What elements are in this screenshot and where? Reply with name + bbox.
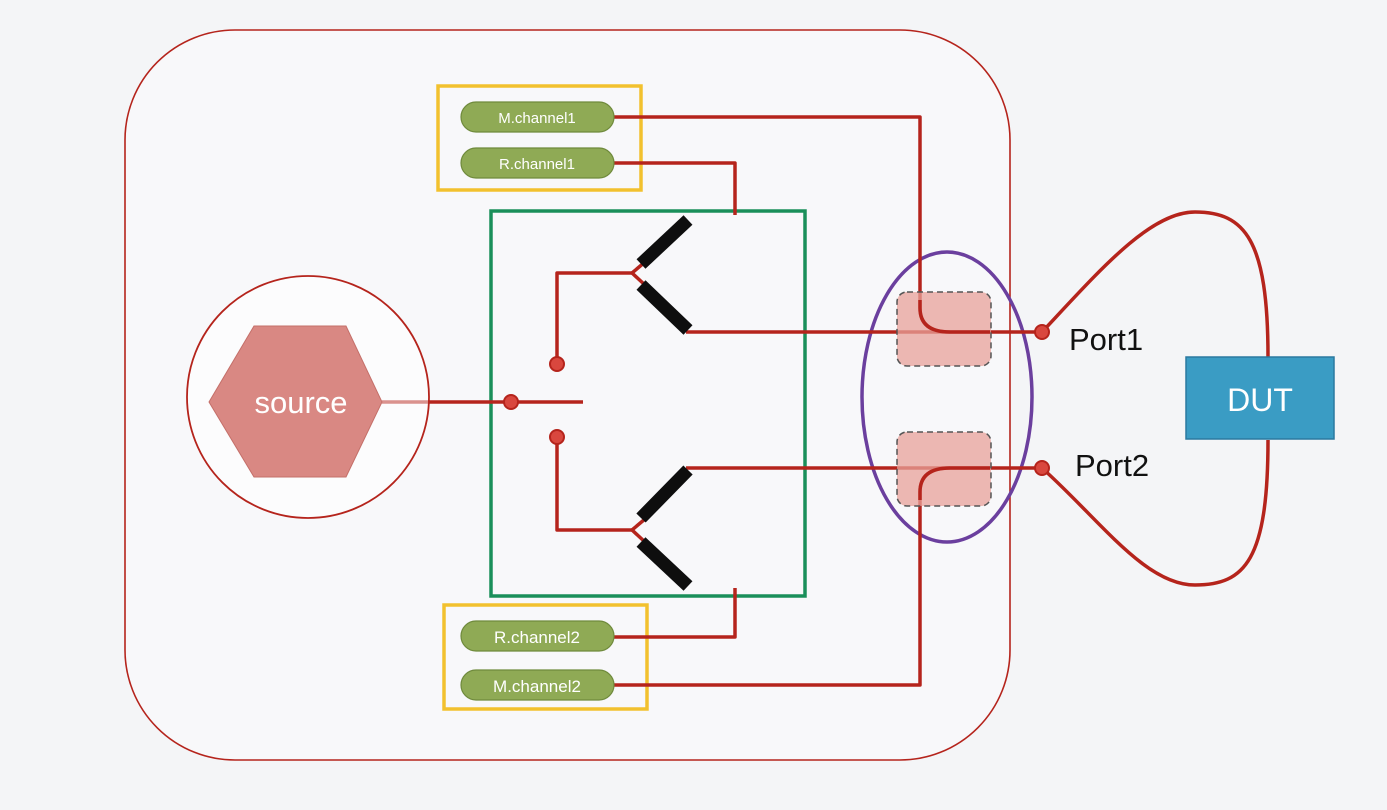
switch-common-node: [503, 394, 519, 410]
port2-node: [1034, 460, 1050, 476]
coupler-bar-lower-a: [636, 465, 693, 523]
source-hexagon: [208, 325, 383, 478]
switch-contact-upper: [549, 356, 565, 372]
port1-label: Port1: [1069, 322, 1143, 357]
wire-port1-to-dut: [1040, 210, 1270, 358]
test-set-ellipse: [860, 250, 1034, 544]
wire-switch-upper: [555, 271, 632, 362]
wire-r-channel1: [612, 161, 737, 215]
port2-label: Port2: [1075, 448, 1149, 483]
switch-contacts: [503, 356, 565, 445]
directional-coupler-port1: [896, 291, 992, 367]
port1-node: [1034, 324, 1050, 340]
coupler-bar-upper-b: [636, 280, 693, 335]
dut-box: [1185, 356, 1335, 440]
r-channel1-label: R.channel1: [499, 156, 575, 173]
switch-contact-lower: [549, 429, 565, 445]
m-channel1-pill: [460, 101, 615, 133]
m-channel1-label: M.channel1: [498, 110, 576, 127]
receiver-box-top: [436, 84, 643, 192]
r-channel2-pill: [460, 620, 615, 652]
wire-r-channel2: [612, 588, 737, 639]
coupler-bar-lower-b: [636, 537, 693, 591]
m-channel2-pill: [460, 669, 615, 701]
wire-switch-lower: [555, 437, 632, 532]
dut-label: DUT: [1227, 382, 1293, 418]
source-label: source: [254, 385, 347, 420]
wire-port2-to-dut: [1040, 439, 1270, 587]
coupler-bar-upper-a: [636, 215, 693, 269]
m-channel2-label: M.channel2: [493, 677, 581, 696]
coupler-elements: [636, 215, 693, 591]
r-channel1-pill: [460, 147, 615, 179]
channel-pills: M.channel1 R.channel1 R.channel2 M.chann…: [460, 101, 615, 701]
r-channel2-label: R.channel2: [494, 628, 580, 647]
receiver-box-bottom: [442, 603, 649, 711]
